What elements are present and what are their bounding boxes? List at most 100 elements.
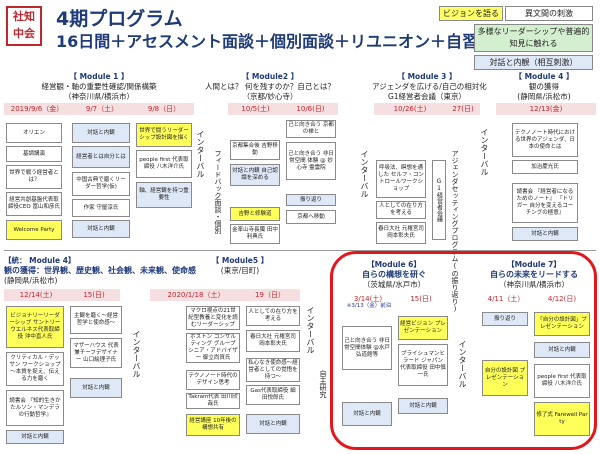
brand-logo: 社知中会 (6, 6, 42, 46)
m4-reading: 読書会 『経営者になるためのノート』 『トリガー 自分を変えるコーチングの極意』 (512, 183, 578, 223)
date-m2-2: 10/6(日) (296, 105, 325, 113)
interval-1: インターバル (196, 130, 205, 178)
row-divider (4, 250, 596, 251)
interval-6: インターバル (458, 340, 467, 388)
m4b-reading: 読書会 『知的生きかたルソン・マンデラの行動哲学』 (6, 390, 64, 426)
module-3-head: 【 Module 3 】 (397, 72, 457, 81)
legend-hetero: 異文間の刺激 (505, 6, 593, 21)
m2-shugendo: 吉野と修験道 (230, 207, 280, 221)
m2-yoshino-move: 京都集合後 吉野移動 (230, 140, 280, 160)
m1-toyama: 経営共創基盤代表取締役CEO 冨山和彦氏 (6, 192, 62, 216)
module-7-theme: 自らの未来をリードする (490, 270, 578, 279)
m4b-okinaka: ビジョナリーリーダーシップ サントリーウエルネス代表取締役 沖中直人氏 (6, 306, 64, 348)
page-title: 4期プログラム (56, 8, 183, 30)
m5-tagawa: Takram代表 田川欣哉氏 (186, 393, 240, 409)
module-6-title: 【Module 6】 自らの構想を研ぐ （茨城県/水戸市） (336, 260, 452, 290)
date-m1-1: 2019/9/6（金） (10, 105, 64, 113)
interval-2: インターバル (360, 150, 369, 198)
module-4-head: 【 Module 4 】 (514, 72, 574, 81)
module-2-theme: 人間とは？ 何を残すのか？自己とは？ (205, 82, 335, 91)
module-2-title: 【 Module2 】 人間とは？ 何を残すのか？自己とは？ （京都/妙心寺） (200, 72, 340, 102)
m2-self-awareness: 対話と内観 自己認識を深める (230, 164, 280, 186)
m6-kodokan: 己と向き合う 非日常空間体験 @水戸弘道館等 (342, 326, 392, 370)
date-m4-1: 12/13(金) (529, 105, 563, 113)
m7-design-presentation-2: 「自分の設計図」プレゼンテーション (534, 312, 590, 336)
legend-cross: 多様なリーダーシップや普遍的知見に触れる (474, 24, 593, 52)
date-m2-1: 10/5(土) (241, 105, 270, 113)
m3-g1-label: G1経営者会議 (435, 178, 443, 222)
m1-welcome-party: Welcome Party (6, 220, 62, 240)
module-7-place: （神奈川県/横浜市） (498, 280, 570, 289)
m1-d2-dialog-2: 対話と内観 (72, 220, 130, 238)
module-3-title: 【 Module 3 】 アジェンダを広げる/自己の相対化 G1経営者会議（東京… (372, 72, 487, 102)
m7-reflection: 振り返り (482, 312, 528, 326)
date-m6-2: 15(日) (410, 295, 432, 303)
m4b-subjective: 主観を磨く～経営哲学と使命感～ (70, 306, 122, 334)
module-5-place: (東京/目町) (220, 266, 260, 275)
module-4-dateband (496, 103, 596, 115)
module-1-dateband (4, 103, 194, 115)
m1-d3-design: 世界で闘うリーダーシップ設計図を描く (136, 123, 192, 147)
m5-okamoto: 春日大社 元権宮司 岡本彰夫氏 (246, 330, 300, 352)
module-3-dateband (374, 103, 480, 115)
m1-orientation: オリエン (6, 123, 62, 143)
module-4-theme: 観の獲得 (529, 82, 559, 91)
module-4b-theme: 観の獲得：世界観、歴史観、社会観、未来観、使命感 (4, 266, 196, 275)
date-m4b-2: 15(日) (83, 291, 105, 299)
m4-agenda: テクノノート時代における世界のアジェンダ、日本の使命とは (512, 123, 578, 157)
page-subtitle: 16日間＋アセスメント面談＋個別面談＋リユニオン＋自習時間 (56, 32, 510, 51)
m1-d2-who: 経営者とは自分とは (72, 146, 130, 168)
module-6-head: 【Module 6】 (367, 260, 421, 269)
module-3-place: G1経営者会議（東京） (387, 92, 467, 101)
date-m7-1: 4/11（土） (487, 295, 525, 303)
m2-reiun-in: 己と向き合う 非日常空間 体験 @ 妙心寺 霊雲院 (286, 142, 336, 180)
m6-vision-presentation: 経営ビジョン プレゼンテーション (398, 316, 448, 340)
m3-okamoto: 春日大社 元権宮司 岡本彰夫氏 (376, 222, 426, 244)
module-1-place: （神奈川県/横浜市） (63, 92, 135, 101)
m4b-yamaguchi: マザーハウス 代表兼チーフデザイナー 山口絵理子氏 (70, 338, 122, 368)
m1-d2-classics: 中国古典で磨くリーダー哲学(仮) (72, 172, 130, 196)
feedback-session: フィードバック面談・個別 (214, 150, 222, 234)
m2-reflection: 振り返り (286, 194, 336, 206)
module-5-title: 【 Module5 】 (東京/目町) (150, 256, 330, 276)
m2-tanaka: 金峯山寺長臈 田中利典氏 (230, 224, 280, 244)
module-6-theme: 自らの構想を研ぐ (362, 270, 426, 279)
module-4b-head: 【統： Module 4】 (4, 256, 76, 265)
m6-tanaka: ブライシュマンヒラード ジャパン 代表取締役 田中慎一氏 (398, 344, 448, 386)
module-7-title: 【Module 7】 自らの未来をリードする （神奈川県/横浜市） (474, 260, 594, 290)
m1-global-leader: 世界で戦う経営者とは？ (6, 165, 62, 189)
m1-d3-axis: 軸、経営観を持つ重要性 (136, 182, 192, 208)
m4-dialog: 対話と内観 (512, 227, 578, 241)
legend-vision: ビジョンを語る (439, 6, 503, 21)
m5-hosoda: Gas代表取締役 細田悦郎氏 (246, 385, 300, 405)
date-m1-3: 9/8（日） (147, 105, 181, 113)
m4b-dialog: 対話と内観 (6, 430, 64, 444)
date-m4b-1: 12/14(土) (19, 291, 53, 299)
m1-d3-yagi: people first 代表取締役 八木洋介氏 (136, 150, 192, 178)
m3-breathing: 呼吸法、瞑想を通した セルフ・コントロールワークショップ (376, 160, 426, 198)
module-1-head: 【 Module 1 】 (69, 72, 129, 81)
m1-d2-moriya: 作家 守屋淳氏 (72, 199, 130, 217)
m3-agenda: アジェンダセッティングプログラム(の振り返り) (451, 150, 459, 313)
date-m3-1: 10/26(土) (393, 105, 427, 113)
module-2-head: 【 Module2 】 (241, 72, 299, 81)
module-7-head: 【Module 7】 (507, 260, 561, 269)
m4b-dessin: クリティカル・デッサン ワークショップ ～本質を捉え、伝える力を磨く (6, 352, 64, 386)
module-4b-place: (静岡県/浜松市) (4, 276, 58, 285)
m3-human-way: 人としての在り方を考える (376, 201, 426, 219)
module-4-place: (静岡県/浜松市) (517, 92, 571, 101)
module-6-place: （茨城県/水戸市） (362, 280, 426, 289)
m5-human-way: 人としての在り方を考える (246, 306, 300, 326)
date-m5-2: 19（日） (255, 291, 285, 299)
interval-5: インターバル (306, 306, 315, 354)
module-4b-title: 【統： Module 4】 観の獲得：世界観、歴史観、社会観、未来観、使命感 (… (4, 256, 196, 286)
module-2-place: （京都/妙心寺） (242, 92, 298, 101)
m7-yagi: people first 代表取締役 八木洋介氏 (534, 364, 590, 398)
m4b-dialog-2: 対話と内観 (70, 378, 122, 398)
m1-d2-dialog: 対話と内観 (72, 123, 130, 143)
module-5-dateband (150, 289, 300, 301)
date-m1-2: 9/7（土） (85, 105, 119, 113)
m5-macro: マクロ視点の21世紀型教養と変化を読むリーダーシップ (186, 306, 240, 330)
self-study: 自主研究 (319, 370, 327, 398)
module-4b-dateband (4, 289, 120, 301)
